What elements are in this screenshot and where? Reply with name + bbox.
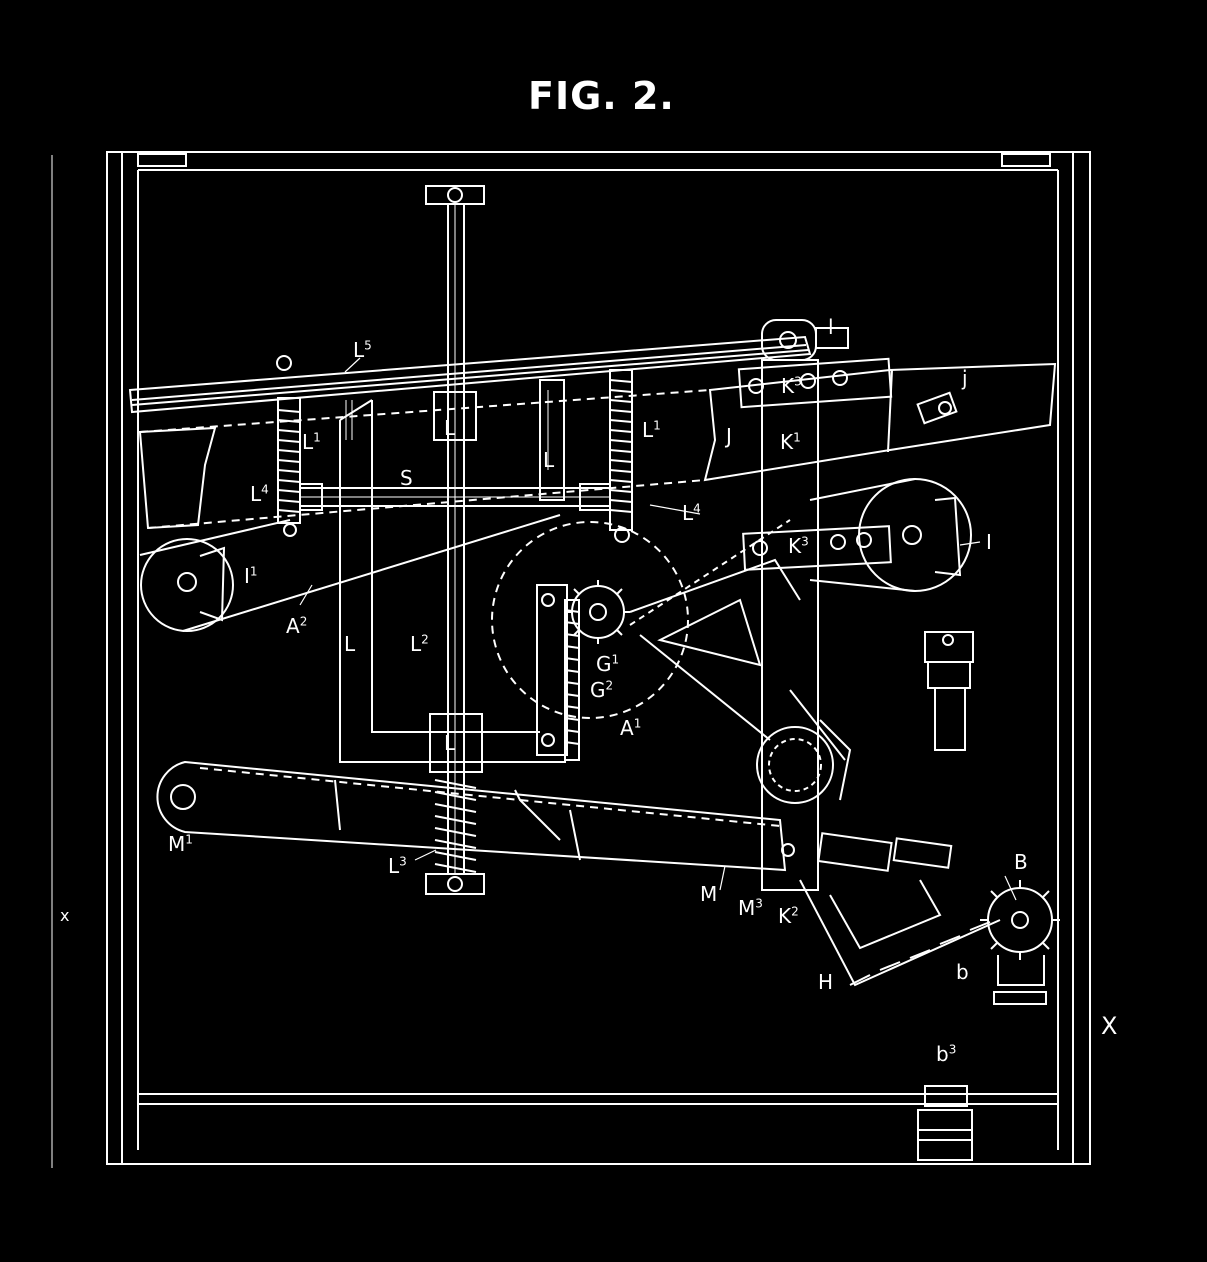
label-l4-left: L4: [250, 482, 269, 506]
bar-j: [138, 362, 1057, 530]
figure-title: FIG. 2.: [528, 74, 675, 118]
label-m3: M3: [738, 896, 763, 920]
label-k1: K1: [780, 430, 801, 454]
pulley-i: [809, 478, 972, 592]
label-b-small: b: [956, 960, 969, 984]
label-h: H: [818, 970, 834, 994]
label-l5: L5: [353, 338, 372, 362]
label-l-small: l: [828, 315, 834, 339]
label-i: I: [986, 530, 992, 554]
label-k3-top: K3: [781, 374, 802, 398]
section-mark-x: X: [1101, 1012, 1118, 1040]
label-m: M: [700, 882, 718, 906]
label-g2: G2: [590, 678, 614, 702]
label-l1-left: L1: [302, 430, 321, 454]
section-mark-x-small: x: [60, 906, 70, 925]
label-l2: L2: [410, 632, 429, 656]
label-l1-right: L1: [642, 418, 661, 442]
pulley-i1: [139, 514, 561, 632]
label-k3-bottom: K3: [788, 534, 809, 558]
segment-h: [799, 879, 1060, 1005]
guide-bar-l5: [128, 335, 812, 414]
label-l-mid: L: [543, 448, 555, 472]
label-a2: A2: [286, 614, 308, 638]
label-l-top: L: [444, 416, 456, 440]
label-l3: L3: [388, 854, 407, 878]
label-j: J: [726, 424, 732, 448]
gear-a1: [491, 519, 801, 761]
label-b3: b3: [936, 1042, 957, 1066]
outer-frame: [51, 151, 1091, 1168]
label-k2: K2: [778, 904, 799, 928]
label-l-left: L: [344, 632, 356, 656]
lever-m: [156, 760, 953, 872]
detail-block: [924, 631, 974, 751]
label-g1: G1: [596, 652, 620, 676]
label-b: B: [1014, 850, 1028, 874]
label-a1: A1: [620, 716, 642, 740]
label-s: S: [400, 466, 413, 490]
disc-k2: [756, 689, 852, 804]
bottom-detail-b3: [917, 1085, 973, 1161]
label-i1: I1: [244, 564, 258, 588]
label-l4-right: L4: [682, 501, 701, 525]
label-l-collar: L: [444, 731, 456, 755]
label-m1: M1: [168, 832, 193, 856]
label-j-small: j: [962, 366, 968, 390]
leader-lines: [299, 357, 1017, 901]
cross-shaft-s: [299, 483, 611, 511]
slide-k1: [737, 319, 893, 891]
